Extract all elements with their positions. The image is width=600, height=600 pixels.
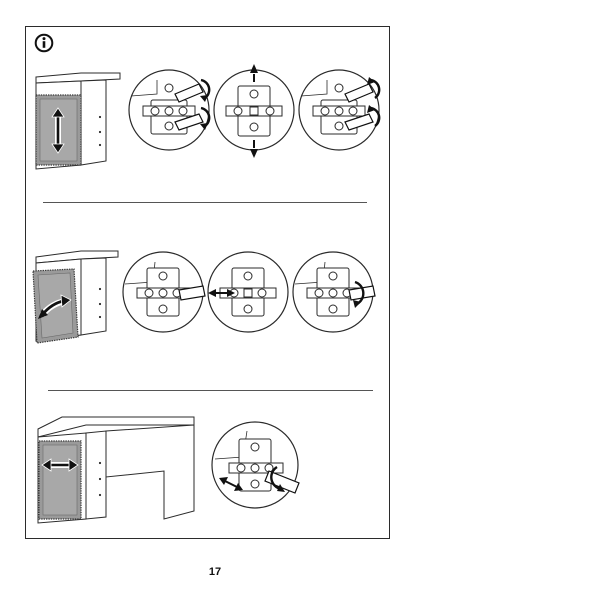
hinge-detail-4 (122, 251, 206, 333)
step-divider-1 (43, 202, 367, 203)
curved-arrow-icon (38, 294, 72, 319)
hinge-detail-3 (298, 69, 381, 151)
step-side-adjustment (37, 416, 300, 524)
hinge-detail-1 (128, 69, 211, 151)
hinge-detail-6 (292, 251, 376, 333)
hinge-detail-2 (213, 64, 295, 158)
hinge-detail-7 (211, 421, 300, 509)
step-depth-adjustment (32, 250, 376, 344)
hinge-detail-5 (207, 251, 289, 333)
instruction-frame (25, 26, 390, 539)
double-arrow-vertical-icon (51, 107, 65, 154)
page-number: 17 (208, 566, 222, 578)
info-icon (34, 33, 54, 53)
step-vertical-adjustment (35, 64, 381, 170)
double-arrow-horizontal-icon (41, 458, 79, 472)
step-divider-2 (48, 390, 373, 391)
